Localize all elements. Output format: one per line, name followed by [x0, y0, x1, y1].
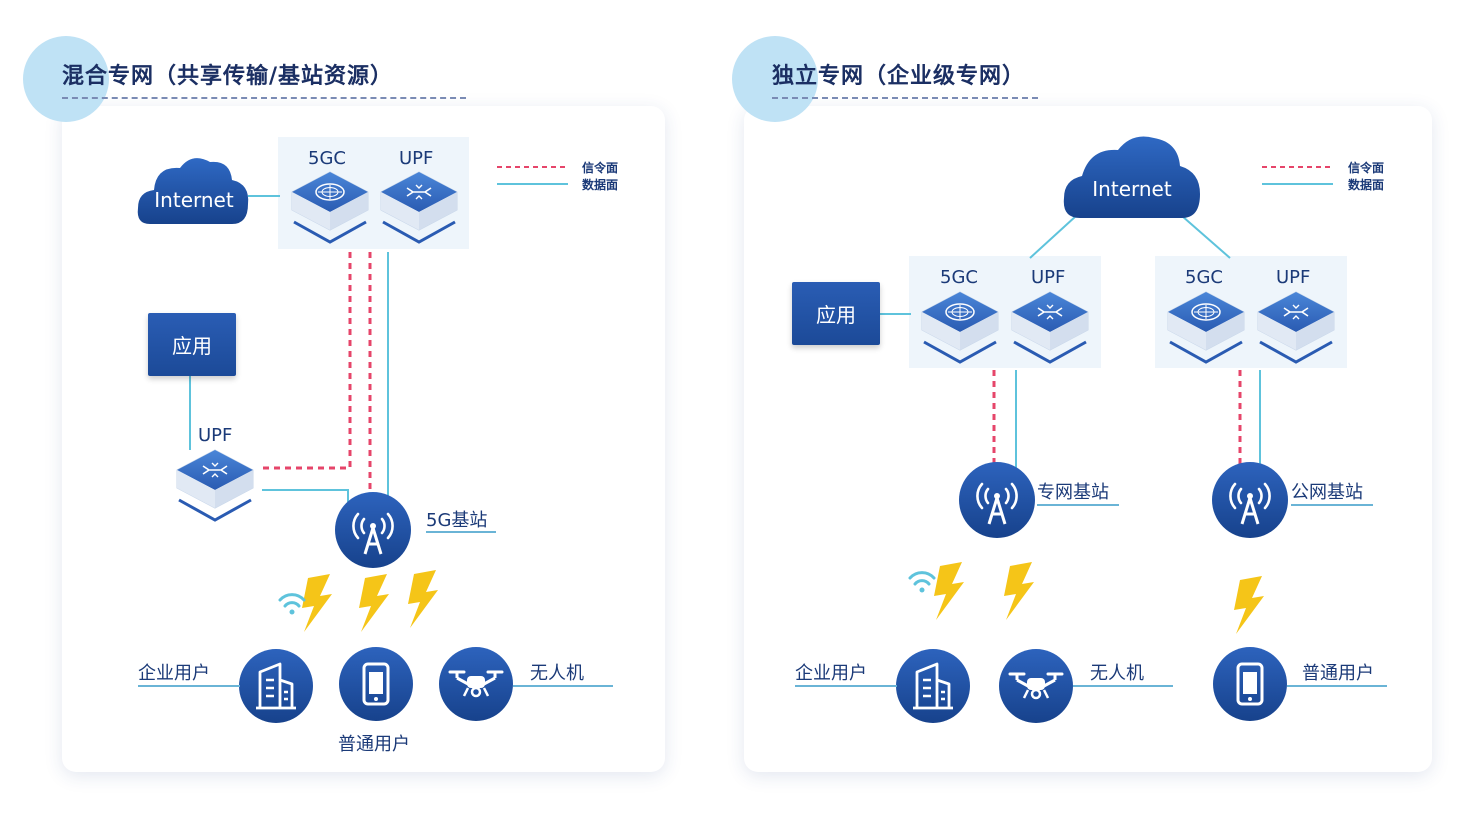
right-private-bs-label: 专网基站: [1037, 482, 1109, 503]
right-enterprise-underline: [795, 685, 897, 687]
right-internet-label: Internet: [1092, 177, 1172, 201]
left-drone-underline: [513, 685, 613, 687]
left-local-upf-label: UPF: [198, 425, 233, 446]
right-b-upf-label: UPF: [1276, 267, 1311, 288]
left-enterprise-user-icon: [239, 649, 313, 723]
right-title-underline: [772, 97, 1038, 99]
right-drone-user-icon: [999, 649, 1073, 723]
right-legend-signal: 信令面: [1348, 161, 1385, 175]
right-a-5gc-label: 5GC: [940, 267, 978, 288]
left-5gc-label: 5GC: [308, 148, 346, 169]
right-enterprise-label: 企业用户: [795, 663, 867, 684]
left-internet-label: Internet: [154, 188, 234, 212]
left-base-station-label: 5G基站: [426, 510, 488, 531]
right-b-5gc-server-icon: [1166, 290, 1246, 364]
left-drone-label: 无人机: [530, 663, 584, 684]
right-normal-label: 普通用户: [1302, 663, 1374, 684]
left-enterprise-label: 企业用户: [138, 663, 210, 684]
right-wifi-icon: [908, 571, 936, 594]
left-normal-user-icon: [339, 647, 413, 721]
left-title-bubble: [23, 36, 109, 122]
left-local-upf-server-icon: [175, 448, 255, 522]
left-normal-label: 普通用户: [338, 734, 410, 755]
left-upf-server-icon: [379, 170, 459, 244]
right-public-bs-label: 公网基站: [1291, 482, 1363, 503]
left-connection-lines: [189, 166, 568, 502]
left-title-underline: [62, 97, 466, 99]
right-title-bubble: [732, 36, 818, 122]
right-normal-user-icon: [1213, 647, 1287, 721]
right-internet-cloud: [1063, 136, 1200, 218]
left-app-box: 应用: [148, 313, 236, 376]
right-a-upf-server-icon: [1010, 290, 1090, 364]
right-bolt-icons: [934, 562, 1264, 634]
right-drone-underline: [1073, 685, 1173, 687]
right-b-upf-server-icon: [1256, 290, 1336, 364]
right-private-bs-icon: [959, 462, 1035, 538]
left-upf-label: UPF: [399, 148, 434, 169]
right-enterprise-user-icon: [896, 649, 970, 723]
left-drone-user-icon: [439, 647, 513, 721]
right-normal-underline: [1287, 685, 1387, 687]
right-drone-label: 无人机: [1090, 663, 1144, 684]
right-a-upf-label: UPF: [1031, 267, 1066, 288]
right-title: 独立专网（企业级专网）: [772, 64, 1026, 89]
right-public-bs-icon: [1212, 462, 1288, 538]
right-public-bs-underline: [1291, 504, 1373, 506]
right-private-bs-underline: [1037, 504, 1119, 506]
right-a-5gc-server-icon: [920, 290, 1000, 364]
right-legend-data: 数据面: [1348, 178, 1385, 192]
left-title: 混合专网（共享传输/基站资源）: [62, 64, 394, 89]
left-bs-underline: [426, 531, 496, 533]
left-legend-signal: 信令面: [582, 161, 619, 175]
left-legend-data: 数据面: [582, 178, 619, 192]
left-enterprise-underline: [138, 685, 240, 687]
left-base-station-icon: [335, 492, 411, 568]
left-bolt-icons: [302, 570, 438, 632]
left-5gc-server-icon: [290, 170, 370, 244]
left-internet-cloud: [137, 158, 249, 224]
right-b-5gc-label: 5GC: [1185, 267, 1223, 288]
left-wifi-icon: [278, 593, 306, 616]
right-connection-lines: [880, 166, 1333, 468]
right-app-box: 应用: [792, 282, 880, 345]
